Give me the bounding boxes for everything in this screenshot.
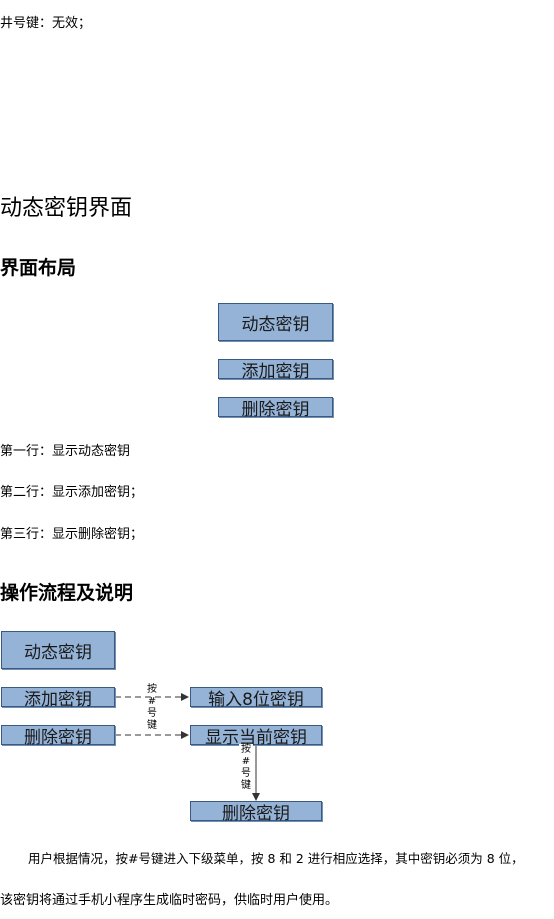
flow-box-add-key: 添加密钥	[1, 687, 115, 710]
flow-heading: 操作流程及说明	[0, 582, 134, 604]
flow-box-show-current-key: 显示当前密钥	[190, 725, 322, 748]
paragraph-1: 用户根据情况，按#号键进入下级菜单，按 8 和 2 进行相应选择，其中密钥必须为…	[28, 851, 524, 866]
layout-box-delete-key: 删除密钥	[218, 397, 333, 420]
flow-box-delete-key: 删除密钥	[1, 725, 115, 748]
flow-box-delete-key-final: 删除密钥	[190, 801, 322, 824]
top-note: 井号键：无效；	[0, 16, 92, 31]
layout-box-dynamic-key: 动态密钥	[218, 303, 333, 341]
row-1-desc: 第一行：显示动态密钥	[0, 444, 131, 459]
press-hash-label-2: 按 # 号 键	[239, 744, 253, 792]
row-3-desc: 第三行：显示删除密钥；	[0, 527, 144, 542]
layout-heading: 界面布局	[0, 257, 77, 279]
row-2-desc: 第二行：显示添加密钥；	[0, 485, 144, 500]
flow-box-input-8-key: 输入8位密钥	[190, 687, 322, 710]
layout-box-add-key: 添加密钥	[218, 359, 333, 382]
flow-box-dynamic-key: 动态密钥	[1, 631, 115, 669]
section-title: 动态密钥界面	[0, 196, 133, 221]
paragraph-2: 该密钥将通过手机小程序生成临时密码，供临时用户使用。	[0, 893, 339, 908]
press-hash-label: 按 # 号 键	[147, 684, 157, 731]
